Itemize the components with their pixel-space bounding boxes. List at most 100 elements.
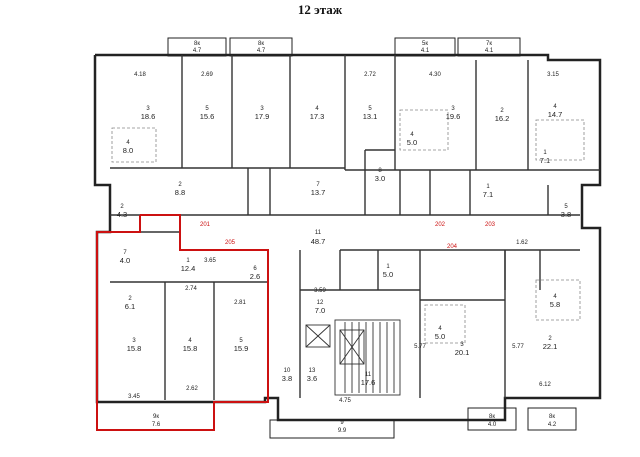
room-area: 2.6 <box>250 272 260 281</box>
room-area: 16.2 <box>495 114 510 123</box>
balcony-area: 4.1 <box>485 48 494 54</box>
dimension: 2.69 <box>201 72 213 78</box>
room-area: 15.8 <box>127 344 142 353</box>
room-area: 8.8 <box>175 188 185 197</box>
balcony-label: 8к <box>489 414 495 420</box>
room-number: 2 <box>548 336 552 342</box>
room-area: 17.6 <box>361 378 376 387</box>
room-area: 48.7 <box>311 237 326 246</box>
room-number: 4 <box>126 140 130 146</box>
furniture-outlines <box>111 109 585 344</box>
room-area: 8.0 <box>123 146 133 155</box>
room-area: 22.1 <box>543 342 558 351</box>
balcony-label: 9 <box>340 420 344 426</box>
dimension: 2.72 <box>364 72 376 78</box>
balcony-area: 9.9 <box>338 428 347 434</box>
room-number: 4 <box>553 104 557 110</box>
room-number: 5 <box>239 338 243 344</box>
room-number: 2 <box>120 204 124 210</box>
exterior-walls <box>93 53 602 422</box>
balcony-area: 7.6 <box>152 422 161 428</box>
stairwell <box>305 319 401 396</box>
room-number: 4 <box>188 338 192 344</box>
balcony-labels: 8к 4.7 8к 4.7 5к 4.1 7к 4.1 9к 7.6 9 9.9… <box>152 41 557 434</box>
room-area: 17.3 <box>310 112 325 121</box>
room-area: 15.8 <box>183 344 198 353</box>
room-number: 12 <box>317 300 324 306</box>
dimension: 4.30 <box>429 72 441 78</box>
room-number: 3 <box>146 106 150 112</box>
highlighted-apartment <box>96 214 269 431</box>
room-area: 13.1 <box>363 112 378 121</box>
room-number: 11 <box>365 372 372 378</box>
room-number: 4 <box>315 106 319 112</box>
room-number: 10 <box>284 368 291 374</box>
balcony-area: 4.7 <box>193 48 202 54</box>
room-number: 6 <box>253 266 257 272</box>
room-area: 7.1 <box>483 190 493 199</box>
room-area: 5.0 <box>435 332 445 341</box>
dimension: 6.12 <box>539 382 551 388</box>
room-area: 4.0 <box>120 256 130 265</box>
dimension: 3.15 <box>547 72 559 78</box>
room-area: 5.0 <box>407 138 417 147</box>
room-area: 5.0 <box>383 270 393 279</box>
room-number: 3 <box>132 338 136 344</box>
room-area: 19.6 <box>446 112 461 121</box>
dimension: 5.77 <box>512 344 524 350</box>
room-number: 3 <box>451 106 455 112</box>
room-number: 2 <box>128 296 132 302</box>
dimension: 3.45 <box>128 394 140 400</box>
room-number: 7 <box>123 250 127 256</box>
room-area: 7.0 <box>315 306 325 315</box>
room-number: 3 <box>260 106 264 112</box>
room-area: 3.0 <box>375 174 385 183</box>
room-area: 15.9 <box>234 344 249 353</box>
room-number: 4 <box>438 326 442 332</box>
room-number: 5 <box>368 106 372 112</box>
room-number: 5 <box>205 106 209 112</box>
room-area: 7.1 <box>540 156 550 165</box>
room-number: 2 <box>500 108 504 114</box>
dimension: 1.62 <box>516 240 528 246</box>
balcony-area: 4.0 <box>488 422 497 428</box>
room-area: 6.1 <box>125 302 135 311</box>
room-number: 1 <box>486 184 490 190</box>
room-codes: 201 202 203 204 205 <box>200 222 496 250</box>
room-number: 4 <box>553 294 557 300</box>
room-number: 1 <box>543 150 547 156</box>
room-area: 15.6 <box>200 112 215 121</box>
room-code: 201 <box>200 222 211 228</box>
room-number: 13 <box>309 368 316 374</box>
room-labels: 3 18.6 5 15.6 3 17.9 4 17.3 5 13.1 3 19.… <box>117 104 571 387</box>
room-number: 4 <box>410 132 414 138</box>
dimension: 2.81 <box>234 300 246 306</box>
room-area: 14.7 <box>548 110 563 119</box>
dimension: 2.74 <box>185 286 197 292</box>
room-code: 203 <box>485 222 496 228</box>
room-area: 3.8 <box>282 374 292 383</box>
floor-title: 12 этаж <box>297 2 343 17</box>
dimension: 4.18 <box>134 72 146 78</box>
room-area: 13.7 <box>311 188 326 197</box>
balcony-label: 8к <box>258 41 264 47</box>
dimension: 3.65 <box>204 258 216 264</box>
dimension: 2.62 <box>186 386 198 392</box>
balcony-label: 5к <box>422 41 428 47</box>
dimension: 4.75 <box>339 398 351 404</box>
balcony-area: 4.7 <box>257 48 266 54</box>
room-area: 3.6 <box>307 374 317 383</box>
balcony-label: 7к <box>486 41 492 47</box>
room-area: 17.9 <box>255 112 270 121</box>
room-number: 11 <box>315 230 322 236</box>
dimension: 5.77 <box>414 344 426 350</box>
top-balconies <box>167 37 577 439</box>
room-number: 3 <box>460 342 464 348</box>
balcony-label: 8к <box>549 414 555 420</box>
room-area: 18.6 <box>141 112 156 121</box>
dimension-labels: 4.18 2.69 2.72 4.30 3.15 5.77 5.77 3.65 … <box>128 72 559 404</box>
room-number: 1 <box>386 264 390 270</box>
interior-walls <box>97 55 600 400</box>
dimension: 3.59 <box>314 288 326 294</box>
